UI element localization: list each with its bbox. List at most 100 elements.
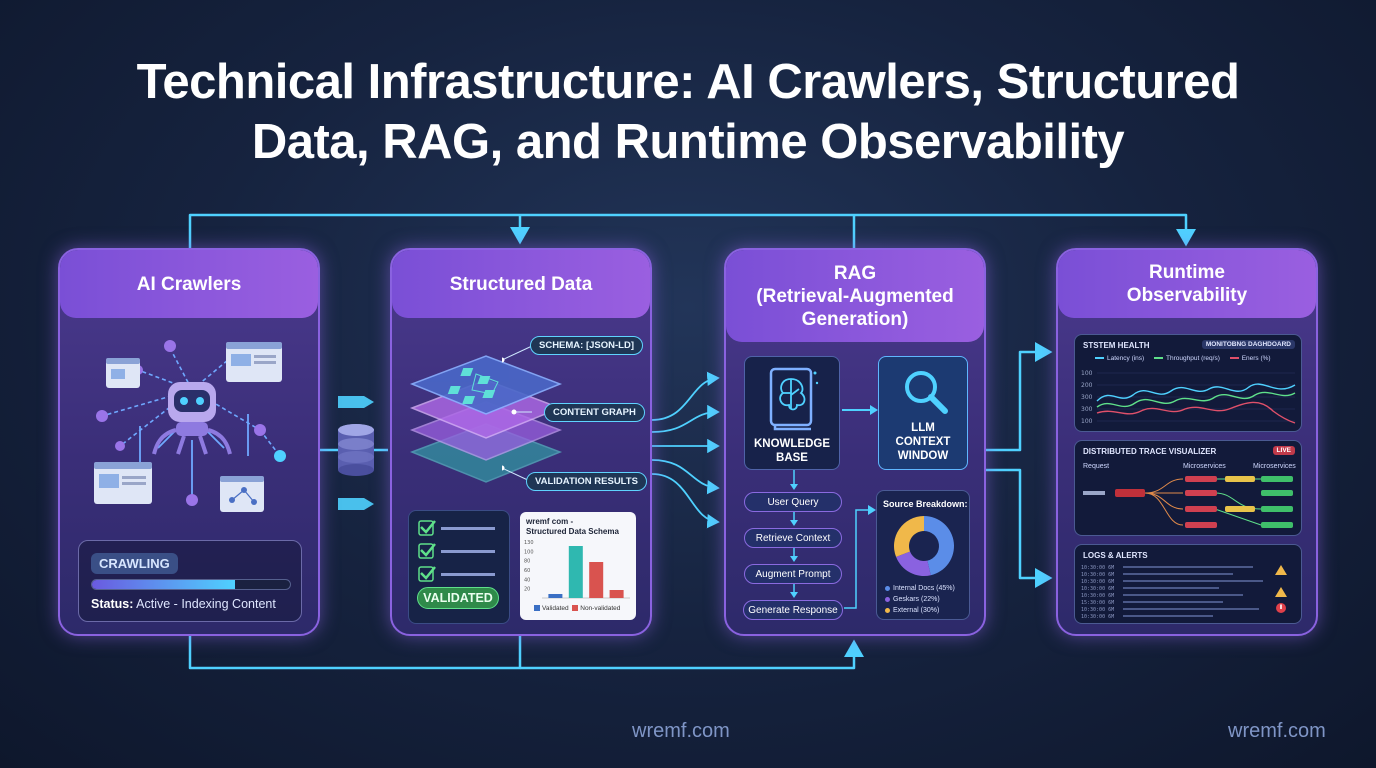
system-health-legend: Latency (ins) Throughput (req/s) Eners (… [1095,355,1271,362]
bottom-loop-line [188,636,522,670]
magnifier-icon [905,371,948,414]
panel-header-rag: RAG (Retrieval-Augmented Generation) [726,250,984,342]
bar-y-tick: 20 [524,587,530,593]
database-icon [338,424,374,476]
robot-icon [152,382,232,455]
mini-chart-title-1: wremf com - [526,517,574,526]
obs-header-2: Observability [1126,285,1248,306]
panel-structured-data: Structured Data SCHEMA: [JSON-LD] CONTEN… [390,248,652,636]
legend-geskars: Geskars (22%) [893,596,940,603]
crawl-progress-bar [91,579,291,590]
legend-dot-geskars [885,596,890,602]
crawling-badge: CRAWLING [91,553,178,574]
crawl-progress-fill [92,580,235,589]
live-tag: LIVE [1272,446,1295,455]
donut-slice-1 [896,551,931,576]
kb-line-1: KNOWLEDGE [753,438,831,450]
pill-schema-json-ld: SCHEMA: [JSON-LD] [530,336,643,355]
y-tick-3: 300 [1081,406,1093,413]
log-ts-2: 10:30:00 6M [1081,579,1114,585]
response-to-source-arrow [844,505,876,609]
legend-external: External (30%) [893,607,940,614]
log-ts-3: 10:30:00 6M [1081,586,1114,592]
y-tick-1: 200 [1081,382,1093,389]
flow-chevrons [338,396,374,510]
legend-latency: Latency (ins) [1107,355,1145,362]
trace-label-microservices-1: Microservices [1183,463,1226,470]
legend-swatch-nonvalidated [572,605,579,612]
bar-y-tick: 100 [524,549,534,555]
llm-line-2: CONTEXT [895,436,951,448]
pill-content-graph: CONTENT GRAPH [544,403,645,422]
legend-validated: Validated [542,605,569,612]
trace-visualizer-panel: DISTRIBUTED TRACE VISUALIZER LIVE Reques… [1074,440,1302,536]
pill-validation-results: VALIDATION RESULTS [526,472,647,491]
legend-swatch-validated [534,605,540,612]
source-breakdown-title: Source Breakdown: [883,499,968,509]
panel-header-observability: Runtime Observability [1058,250,1316,318]
bar-2 [589,562,604,598]
legend-internal: Internal Docs (45%) [893,585,955,592]
legend-line-throughput [1154,357,1164,360]
source-legend-geskars: Geskars (22%) [885,596,940,603]
trace-label-request: Request [1083,463,1110,470]
llm-line-1: LLM [911,422,935,434]
rag-header-1: RAG [833,262,877,284]
legend-dot-internal [885,585,890,591]
warning-icon [1275,565,1287,597]
knowledge-base-label: KNOWLEDGE BASE [745,437,839,465]
rag-header-3: Generation) [801,308,909,330]
legend-dot-external [885,607,890,613]
source-legend-external: External (30%) [885,607,939,614]
legend-line-errors [1229,357,1239,360]
bar-y-tick: 80 [524,559,530,565]
bar-y-tick: 40 [524,577,530,583]
panel-header-ai-crawlers: AI Crawlers [60,250,318,318]
trace-visualizer-title: DISTRIBUTED TRACE VISUALIZER [1083,447,1217,456]
step-augment-prompt: Augment Prompt [744,564,842,584]
legend-errors: Eners (%) [1241,355,1271,362]
log-ts-1: 10:30:00 6M [1081,572,1114,578]
source-legend-internal: Internal Docs (45%) [885,585,955,592]
mini-chart-title-2: Structured Data Schema [526,527,619,536]
page-title: Technical Infrastructure: AI Crawlers, S… [60,52,1316,172]
obs-header-1: Runtime [1148,262,1225,283]
crawler-network-illustration [94,340,286,512]
rag-header-2: (Retrieval-Augmented [756,285,954,307]
error-icon [1276,603,1286,613]
crawl-status-text: Status: Active - Indexing Content [91,597,276,611]
top-feedback-line [188,213,1196,248]
step-user-query: User Query [744,492,842,512]
footer-watermark-center[interactable]: wremf.com [632,720,730,742]
bar-3 [609,590,624,598]
legend-line-latency [1095,357,1104,360]
step-arrows [790,470,798,598]
mini-chart-legend: Validated Non-validated [534,605,620,612]
legend-non-validated: Non-validated [580,605,621,612]
mini-chart-title: wremf com - Structured Data Schema [526,517,619,537]
kb-to-llm-arrow [842,405,878,415]
bar-0 [548,594,563,598]
system-health-panel: STSTEM HEALTH MONITOBNG DAGHDOARD Latenc… [1074,334,1302,432]
y-tick-2: 300 [1081,394,1093,401]
validation-checklist: VALIDATED [408,510,510,624]
panel-runtime-observability: Runtime Observability STSTEM HEALTH MONI… [1056,248,1318,636]
log-ts-5: 15:30:00 6M [1081,600,1114,606]
trace-label-microservices-2: Microservices [1253,463,1296,470]
legend-throughput: Throughput (req/s) [1166,355,1220,362]
bottom-to-rag-arrow [520,639,864,670]
y-tick-0: 100 [1081,370,1093,377]
rag-to-obs-arrow-top [985,342,1053,452]
donut-slice-2 [894,516,924,557]
layer-stack-icon [409,355,563,483]
panel-header-structured-data: Structured Data [392,250,650,318]
crawl-status-card: CRAWLING Status: Active - Indexing Conte… [78,540,302,622]
footer-watermark-right[interactable]: wremf.com [1228,720,1326,742]
trace-spans [1083,476,1293,528]
title-line-1: Technical Infrastructure: AI Crawlers, S… [136,55,1240,109]
status-label: Status: [91,597,134,611]
bar-1 [568,546,583,598]
title-line-2: Data, RAG, and Runtime Observability [251,115,1125,169]
